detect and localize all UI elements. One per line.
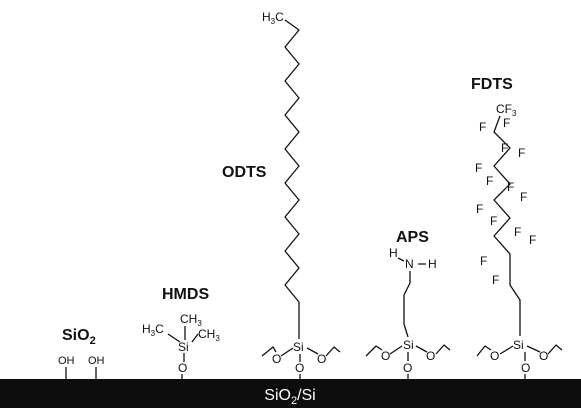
fdts-f-1: F [479, 120, 486, 134]
hmds-ch3-right: CH3 [198, 327, 220, 343]
fdts-cf3: CF3 [496, 102, 517, 118]
hmds-si: Si [178, 340, 189, 354]
aps-n: N [405, 257, 414, 271]
fdts-o-left: O [490, 349, 499, 363]
fdts-f-10: F [490, 214, 497, 228]
aps-si: Si [403, 338, 414, 352]
fdts-bonds [476, 344, 563, 379]
fdts-f-2: F [503, 116, 510, 130]
fdts-fluorocarbon-chain [493, 115, 521, 336]
hmds-molecule: HMDS CH3 H3C CH3 Si O [142, 286, 220, 379]
aps-o-bottom: O [403, 361, 412, 375]
odts-o-bottom: O [295, 361, 304, 375]
aps-bonds [365, 344, 451, 379]
hmds-o: O [178, 361, 187, 375]
aps-propyl-chain [397, 257, 426, 338]
fdts-molecule: FDTS CF3 F F F F F F F F F F F F F F Si … [471, 76, 563, 379]
fdts-f-3: F [501, 141, 508, 155]
aps-molecule: APS H N H Si O O O [365, 229, 451, 379]
fdts-title: FDTS [471, 76, 513, 93]
fdts-f-5: F [475, 161, 482, 175]
hmds-bonds [167, 326, 199, 379]
odts-title: ODTS [222, 164, 267, 181]
fdts-o-right: O [539, 349, 548, 363]
bare-sio2-group: SiO2 OH OH [58, 327, 105, 379]
fdts-si: Si [513, 338, 524, 352]
fdts-f-13: F [480, 254, 487, 268]
odts-molecule: ODTS H3C Si O O O [222, 10, 341, 379]
odts-si: Si [293, 340, 304, 354]
odts-o-right: O [317, 352, 326, 366]
aps-title: APS [396, 229, 429, 246]
odts-h3c: H3C [262, 10, 284, 26]
fdts-f-11: F [514, 225, 521, 239]
aps-h-left: H [389, 246, 398, 260]
odts-o-left: O [272, 352, 281, 366]
hydroxyl-label-2: OH [88, 355, 105, 367]
fdts-f-6: F [486, 174, 493, 188]
hmds-h3c: H3C [142, 322, 164, 338]
odts-alkyl-chain [284, 19, 300, 339]
fdts-f-7: F [507, 180, 514, 194]
aps-h-right: H [428, 257, 437, 271]
fdts-f-4: F [518, 146, 525, 160]
fdts-f-12: F [529, 233, 536, 247]
substrate-label: SiO2/Si [264, 387, 315, 407]
substrate-bar [0, 379, 581, 408]
odts-bonds [261, 346, 341, 379]
hydroxyl-label-1: OH [58, 355, 75, 367]
fdts-f-9: F [476, 202, 483, 216]
fdts-o-bottom: O [521, 361, 530, 375]
bare-sio2-title: SiO2 [62, 327, 96, 347]
aps-o-left: O [381, 349, 390, 363]
aps-o-right: O [426, 349, 435, 363]
hmds-ch3-top: CH3 [180, 312, 202, 328]
fdts-f-14: F [492, 273, 499, 287]
hmds-title: HMDS [162, 286, 209, 303]
fdts-f-8: F [520, 190, 527, 204]
